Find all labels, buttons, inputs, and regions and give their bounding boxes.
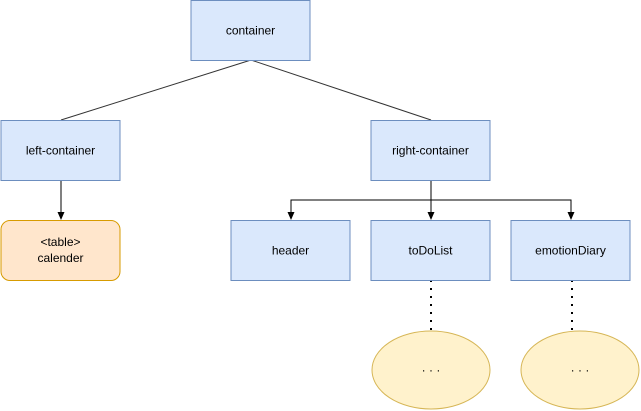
node-container-box (190, 0, 311, 61)
edge-right-container-header (287, 180, 432, 220)
node-left-container: left-container (0, 120, 121, 181)
node-header: header (230, 220, 351, 281)
node-todolist-label: toDoList (408, 244, 453, 258)
edge-right-container-emotiondiary (431, 199, 575, 220)
node-header-box (230, 220, 351, 281)
node-todolist-children: · · · (371, 330, 491, 410)
node-left-container-label: left-container (26, 144, 95, 158)
node-emotiondiary-children: · · · (520, 330, 640, 410)
edge-container-right-container (250, 59, 432, 121)
node-right-container: right-container (370, 120, 491, 181)
node-emotiondiary-children-label: · · · (571, 363, 590, 377)
node-header-label: header (272, 244, 309, 258)
edge-container-left-container (60, 59, 252, 121)
node-emotiondiary-label: emotionDiary (535, 244, 606, 258)
node-emotiondiary: emotionDiary (510, 220, 631, 281)
node-todolist-children-label: · · · (422, 363, 441, 377)
node-todolist-children-ellipse (371, 330, 491, 410)
node-right-container-box (370, 120, 491, 181)
node-calendar: <table> calender (0, 220, 121, 281)
node-left-container-box (0, 120, 121, 181)
node-calendar-box (0, 220, 121, 281)
node-container-label: container (226, 24, 275, 38)
node-todolist-box (370, 220, 491, 281)
node-calendar-name-label: calender (37, 251, 83, 265)
node-emotiondiary-box (510, 220, 631, 281)
node-todolist: toDoList (370, 220, 491, 281)
node-calendar-tag-label: <table> (40, 235, 80, 249)
node-emotiondiary-children-ellipse (520, 330, 640, 410)
node-container: container (190, 0, 311, 61)
node-right-container-label: right-container (392, 144, 469, 158)
